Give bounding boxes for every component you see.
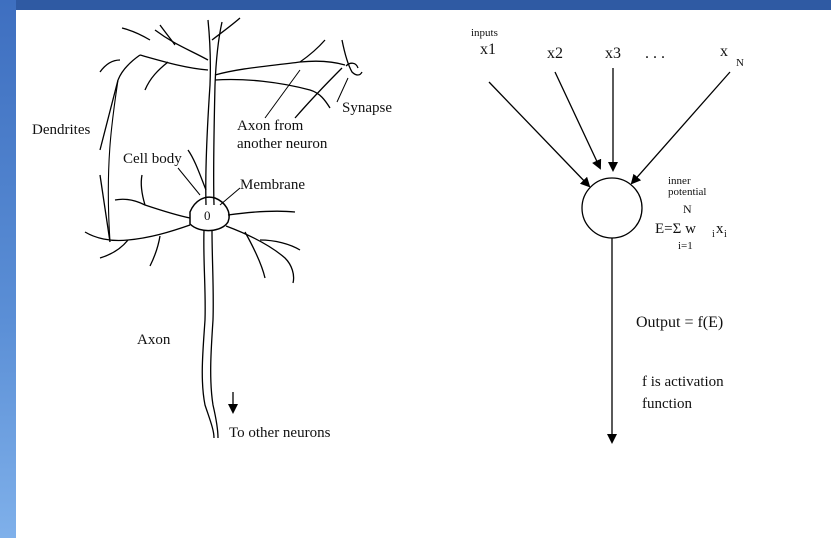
label-sum-i: i bbox=[712, 229, 715, 240]
label-sum-top: N bbox=[683, 202, 692, 216]
label-to-other-neurons: To other neurons bbox=[229, 425, 331, 441]
label-cell-body: Cell body bbox=[123, 151, 182, 167]
neuron-drawing bbox=[85, 18, 362, 438]
label-sum-bottom: i=1 bbox=[678, 240, 693, 252]
label-xn-subscript: N bbox=[736, 57, 744, 69]
label-membrane: Membrane bbox=[240, 177, 305, 193]
label-synapse: Synapse bbox=[342, 100, 392, 116]
label-x1: x1 bbox=[480, 41, 496, 58]
label-sum-i2: i bbox=[724, 229, 727, 240]
label-sum-eq: E=Σ w bbox=[655, 221, 696, 237]
label-axon: Axon bbox=[137, 332, 171, 348]
label-another-neuron: another neuron bbox=[237, 136, 328, 152]
label-x2: x2 bbox=[547, 45, 563, 62]
label-inputs: inputs bbox=[471, 27, 498, 39]
label-axon-from: Axon from bbox=[237, 118, 304, 134]
label-x3: x3 bbox=[605, 45, 621, 62]
label-output: Output = f(E) bbox=[636, 314, 723, 331]
label-potential: potential bbox=[668, 186, 707, 198]
label-sum-x: x bbox=[716, 221, 724, 237]
label-note-line2: function bbox=[642, 396, 692, 412]
label-dots: . . . bbox=[645, 45, 665, 62]
label-xn: x bbox=[720, 43, 728, 60]
label-nucleus: 0 bbox=[204, 208, 211, 223]
label-dendrites: Dendrites bbox=[32, 122, 90, 138]
label-note-line1: f is activation bbox=[642, 374, 724, 390]
